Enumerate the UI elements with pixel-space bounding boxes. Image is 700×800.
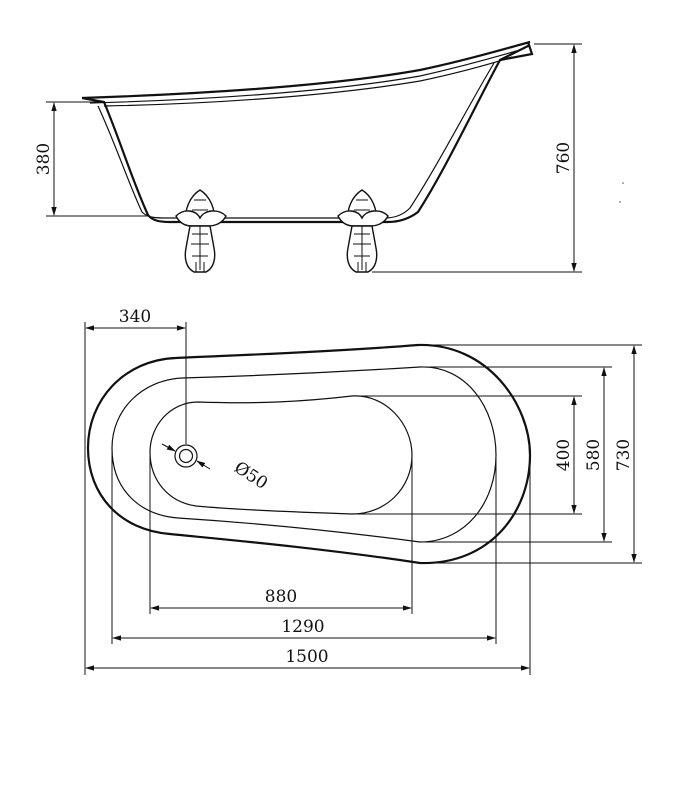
label-overall-length: 1500 — [285, 647, 328, 667]
dimension-rim-height: 380 — [34, 101, 150, 217]
top-inner-basin — [149, 395, 413, 515]
claw-foot-right — [337, 189, 389, 273]
label-inner-length: 880 — [265, 587, 297, 607]
side-view: 380 760 — [34, 40, 624, 273]
top-rim-outline — [111, 366, 497, 543]
tub-slipper-tip — [499, 41, 534, 62]
dimension-inner-width: 400 — [354, 395, 582, 515]
label-drain-offset: 340 — [119, 307, 151, 327]
label-inner-width: 400 — [554, 439, 574, 471]
tub-body-outline — [81, 44, 531, 224]
drain: Ø50 — [161, 443, 271, 494]
label-middle-width: 580 — [584, 439, 604, 471]
tub-rim-inner — [89, 49, 521, 104]
dimension-overall-length: 1500 — [85, 456, 531, 675]
claw-foot-left — [175, 189, 227, 273]
dimension-inner-length: 880 — [149, 455, 413, 614]
top-outer-outline — [86, 343, 532, 565]
top-view: Ø50 340 880 1290 1500 — [84, 307, 642, 675]
label-middle-length: 1290 — [281, 617, 324, 637]
tub-rim-inner-2 — [103, 56, 513, 107]
label-overall-height: 760 — [554, 142, 574, 174]
dimension-drain-offset: 340 — [84, 307, 187, 675]
dimension-middle-length: 1290 — [111, 452, 497, 644]
speck — [622, 182, 624, 184]
speck — [619, 201, 621, 203]
label-overall-width: 730 — [614, 439, 634, 471]
tub-rim-top — [81, 40, 531, 100]
label-drain-diameter: Ø50 — [230, 458, 271, 494]
dimension-overall-width: 730 — [418, 344, 642, 564]
dimension-overall-height: 760 — [372, 43, 582, 273]
label-rim-height: 380 — [34, 143, 54, 175]
dimension-middle-width: 580 — [420, 366, 612, 543]
